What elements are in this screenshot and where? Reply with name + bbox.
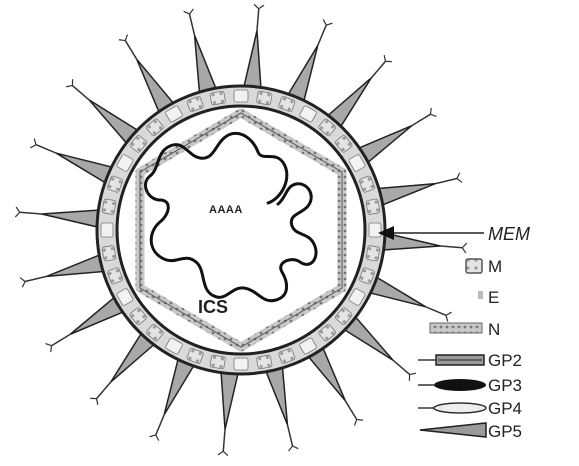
spike-fork (462, 243, 466, 248)
spike-stem (36, 145, 56, 153)
spike-fork (259, 5, 264, 9)
legend-swatch-n (430, 323, 482, 333)
spike-fork (51, 346, 52, 352)
m-protein-block (102, 199, 116, 215)
spike-stem (412, 114, 431, 125)
m-protein-block (256, 355, 272, 369)
spike-fork (66, 86, 72, 87)
spike-fork (457, 173, 460, 179)
spike-stem (189, 14, 194, 35)
spike-fork (446, 312, 452, 315)
spike-stem (223, 429, 225, 451)
e-protein-block (234, 90, 248, 102)
legend-swatch-gp4 (418, 403, 486, 413)
spike-fork (446, 315, 448, 321)
m-protein-block (210, 91, 226, 105)
gp5-spike (195, 35, 218, 95)
spike-fork (156, 435, 159, 441)
spike-stem (257, 9, 259, 31)
e-protein-block (369, 223, 381, 237)
spike-fork (326, 23, 332, 25)
m-protein-block (366, 199, 380, 215)
m-protein-block (102, 245, 116, 261)
spike-fork (184, 11, 190, 14)
legend-swatch-e (478, 291, 483, 299)
legend-label-gp4: GP4 (488, 399, 522, 418)
spike-stem (25, 276, 46, 281)
spike-stem (371, 61, 385, 78)
spike-fork (22, 282, 25, 288)
spike-fork (462, 248, 466, 253)
legend-swatch-gp5 (420, 423, 486, 437)
spike-fork (150, 435, 156, 437)
spike-fork (46, 344, 52, 346)
legend-label-e: E (488, 288, 499, 307)
legend-label-m: M (488, 257, 502, 276)
legend-label-mem: MEM (488, 224, 530, 244)
spike-stem (52, 334, 71, 345)
m-protein-block (366, 245, 380, 261)
legend-swatch-gp2 (418, 355, 484, 365)
gp5-spike (221, 369, 239, 430)
spike-stem (345, 401, 356, 420)
spike-fork (119, 40, 125, 41)
legend: MEM M E N GP2 GP3 GP4 (418, 224, 530, 441)
spike-stem (125, 41, 136, 60)
spike-fork (384, 55, 385, 61)
spike-fork (357, 419, 363, 420)
spike-fork (223, 451, 228, 455)
spike-fork (16, 207, 20, 212)
spike-fork (457, 178, 462, 182)
poly-a-tail-label: AAAA (209, 204, 243, 216)
spike-stem (287, 425, 292, 446)
spike-stem (426, 307, 446, 315)
spike-stem (318, 25, 326, 45)
e-protein-block (101, 223, 113, 237)
spike-stem (20, 212, 42, 214)
spike-fork (410, 373, 416, 374)
legend-label-gp2: GP2 (488, 351, 522, 370)
legend-swatch-gp3 (418, 379, 486, 391)
legend-label-gp5: GP5 (488, 422, 522, 441)
m-protein-block (256, 91, 272, 105)
m-protein-block (210, 355, 226, 369)
spike-stem (436, 178, 457, 183)
ics-label: ICS (198, 297, 228, 317)
spike-stem (156, 415, 164, 435)
spike-stem (393, 360, 410, 374)
legend-swatch-m (466, 259, 482, 273)
gp5-spike (46, 254, 106, 277)
spike-fork (20, 278, 25, 282)
spike-stem (97, 382, 111, 399)
gp5-spike (243, 31, 261, 92)
spike-fork (430, 114, 436, 116)
legend-label-gp3: GP3 (488, 376, 522, 395)
spike-fork (323, 19, 326, 25)
spike-stem (72, 86, 89, 100)
spike-fork (218, 451, 223, 455)
spike-fork (254, 4, 259, 8)
spike-fork (289, 446, 293, 451)
spike-fork (355, 419, 357, 425)
gp5-spike (265, 364, 288, 424)
spike-fork (125, 35, 127, 41)
spike-fork (189, 9, 193, 14)
spike-fork (293, 446, 299, 449)
spike-fork (430, 108, 431, 114)
spike-fork (30, 145, 36, 148)
spike-fork (15, 212, 19, 217)
legend-label-n: N (488, 320, 500, 339)
spike-stem (440, 246, 462, 248)
spike-fork (97, 399, 98, 405)
e-protein-block (234, 358, 248, 370)
gp5-spike (42, 210, 103, 228)
spike-fork (34, 139, 36, 145)
gp5-spike (375, 184, 435, 207)
